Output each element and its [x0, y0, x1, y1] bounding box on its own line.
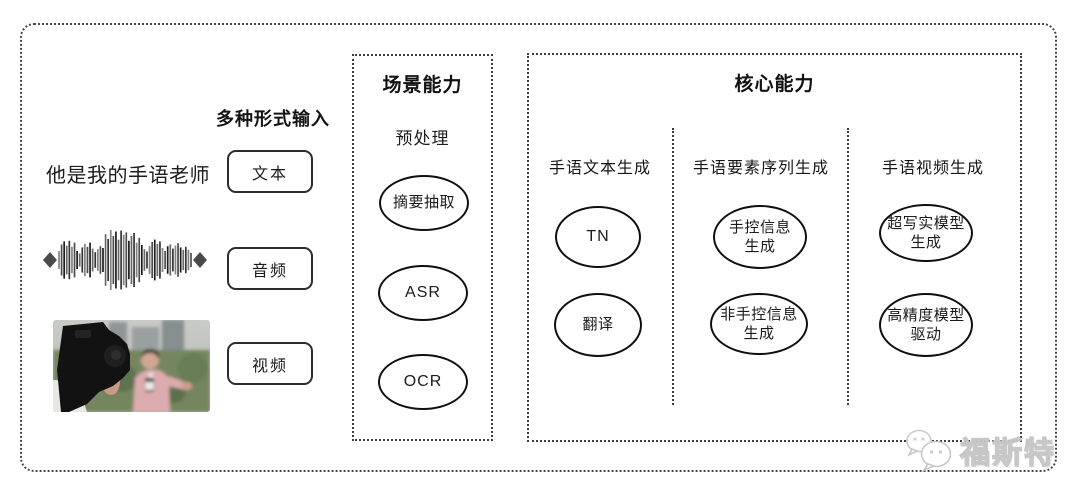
waveform-svg — [43, 230, 207, 290]
watermark: 福斯特 — [904, 424, 1060, 476]
core-capability-panel: 核心能力 — [527, 53, 1022, 442]
wechat-icon — [906, 429, 952, 472]
node-translation: 翻译 — [554, 293, 642, 357]
node-tn: TN — [555, 206, 641, 268]
outer-frame — [20, 23, 1057, 472]
col-header-sign-video-generation: 手语视频生成 — [881, 160, 985, 177]
core-column-divider-2 — [847, 128, 849, 405]
scene-capability-panel: 场景能力 预处理 — [352, 54, 493, 441]
audio-input-label: 音频 — [251, 262, 288, 280]
video-input-box: 视频 — [227, 342, 313, 385]
col-header-sign-text-generation: 手语文本生成 — [548, 160, 652, 177]
watermark-text: 福斯特 — [959, 436, 1056, 470]
scene-panel-title: 场景能力 — [382, 75, 463, 96]
preprocess-label: 预处理 — [395, 129, 450, 148]
input-section-label: 多种形式输入 — [216, 109, 330, 129]
node-manual-info-generation: 手控信息 生成 — [713, 205, 807, 269]
video-input-label: 视频 — [251, 357, 288, 375]
node-summary-extraction: 摘要抽取 — [379, 175, 469, 231]
input-example-text: 他是我的手语老师 — [46, 165, 210, 187]
core-column-divider-1 — [672, 128, 674, 405]
waveform-end-diamond — [193, 252, 207, 268]
text-input-box: 文本 — [227, 150, 313, 193]
audio-waveform — [42, 227, 208, 293]
video-thumbnail-image — [53, 320, 210, 412]
node-asr: ASR — [378, 265, 468, 321]
node-high-precision-model-drive: 高精度模型 驱动 — [879, 293, 973, 357]
waveform-start-diamond — [43, 252, 57, 268]
node-non-manual-info-generation: 非手控信息 生成 — [710, 293, 808, 355]
audio-input-box: 音频 — [227, 247, 313, 290]
text-input-label: 文本 — [251, 165, 288, 183]
col-header-sign-element-sequence-generation: 手语要素序列生成 — [692, 160, 830, 177]
node-ocr: OCR — [378, 354, 468, 410]
node-hyperreal-model-generation: 超写实模型 生成 — [879, 204, 973, 262]
core-panel-title: 核心能力 — [734, 74, 815, 95]
